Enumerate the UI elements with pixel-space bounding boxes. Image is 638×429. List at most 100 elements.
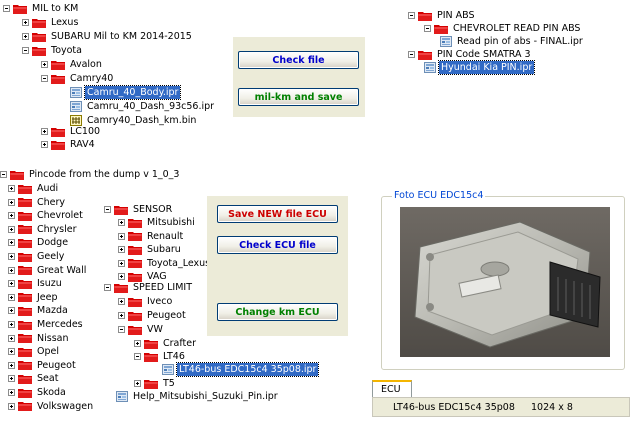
collapse-icon[interactable] bbox=[22, 47, 29, 54]
tree-node-t5[interactable]: T5 bbox=[134, 377, 177, 390]
expand-icon[interactable] bbox=[41, 61, 48, 68]
expand-icon[interactable] bbox=[118, 298, 125, 305]
expand-icon[interactable] bbox=[8, 280, 15, 288]
tree-node-make-nissan[interactable]: Nissan bbox=[8, 332, 71, 345]
expand-icon[interactable] bbox=[8, 321, 15, 328]
expand-icon[interactable] bbox=[22, 19, 29, 26]
expand-icon[interactable] bbox=[8, 402, 15, 410]
tree-node-make-isuzu[interactable]: Isuzu bbox=[8, 277, 64, 290]
tree-node-camru-40-body[interactable]: Camru_40_Body.ipr bbox=[70, 85, 182, 100]
tree-node-make-chevrolet[interactable]: Chevrolet bbox=[8, 209, 85, 222]
tree-node-sensor-subaru[interactable]: Subaru bbox=[118, 243, 183, 256]
tree-node-sensor[interactable]: SENSOR bbox=[104, 203, 174, 216]
tree-node-lc100[interactable]: LC100 bbox=[41, 125, 102, 138]
ecu-tab[interactable]: ECU bbox=[372, 380, 412, 397]
collapse-icon[interactable] bbox=[41, 75, 48, 82]
tree-node-read-pin-file[interactable]: Read pin of abs - FINAL.ipr bbox=[440, 35, 585, 48]
expand-icon[interactable] bbox=[22, 33, 29, 40]
tree-node-pin-code-smatra[interactable]: PIN Code SMATRA 3 bbox=[408, 48, 533, 61]
expand-icon[interactable] bbox=[8, 348, 15, 356]
expand-icon[interactable] bbox=[8, 225, 15, 233]
tree-node-lt46-bus-file[interactable]: LT46-bus EDC15c4 35p08.ipr bbox=[162, 362, 320, 377]
expand-icon[interactable] bbox=[8, 375, 15, 383]
tree-node-make-peugeot[interactable]: Peugeot bbox=[8, 359, 78, 372]
change-km-ecu-button[interactable]: Change km ECU bbox=[217, 303, 338, 321]
tree-node-rav4[interactable]: RAV4 bbox=[41, 138, 97, 151]
expand-icon[interactable] bbox=[8, 253, 15, 260]
expand-icon[interactable] bbox=[8, 334, 15, 342]
tree-node-camry40[interactable]: Camry40 bbox=[41, 72, 115, 85]
collapse-icon[interactable] bbox=[0, 171, 7, 178]
expand-icon[interactable] bbox=[8, 198, 15, 206]
tree-node-camru-40-dash[interactable]: Camru_40_Dash_93c56.ipr bbox=[70, 100, 216, 113]
tree-node-mil-to-km[interactable]: MIL to KM bbox=[3, 2, 80, 15]
expand-icon[interactable] bbox=[8, 266, 15, 274]
collapse-icon[interactable] bbox=[3, 5, 10, 12]
expand-icon[interactable] bbox=[118, 259, 125, 267]
tree-node-sensor-toyota-lexus[interactable]: Toyota_Lexus bbox=[118, 257, 212, 270]
save-new-file-ecu-button[interactable]: Save NEW file ECU bbox=[217, 205, 338, 223]
expand-icon[interactable] bbox=[41, 141, 48, 148]
expand-icon[interactable] bbox=[8, 239, 15, 247]
check-ecu-file-button[interactable]: Check ECU file bbox=[217, 236, 338, 254]
collapse-icon[interactable] bbox=[104, 206, 111, 213]
collapse-icon[interactable] bbox=[408, 51, 415, 58]
ipr-file-icon bbox=[162, 364, 174, 375]
expand-icon[interactable] bbox=[8, 185, 15, 192]
collapse-icon[interactable] bbox=[118, 326, 125, 333]
tree-node-make-dodge[interactable]: Dodge bbox=[8, 236, 70, 249]
folder-icon bbox=[18, 388, 32, 398]
expand-icon[interactable] bbox=[8, 389, 15, 396]
tree-node-chevrolet-read-pin[interactable]: CHEVROLET READ PIN ABS bbox=[424, 22, 582, 35]
collapse-icon[interactable] bbox=[424, 25, 431, 32]
tree-node-subaru[interactable]: SUBARU Mil to KM 2014-2015 bbox=[22, 30, 194, 43]
expand-icon[interactable] bbox=[134, 340, 141, 347]
tree-node-peugeot-speed[interactable]: Peugeot bbox=[118, 309, 188, 322]
tree-node-make-seat[interactable]: Seat bbox=[8, 372, 60, 385]
tree-node-toyota[interactable]: Toyota bbox=[22, 44, 84, 57]
tree-node-lexus[interactable]: Lexus bbox=[22, 16, 80, 29]
mil-km-and-save-button[interactable]: mil-km and save bbox=[238, 88, 359, 106]
tree-node-make-audi[interactable]: Audi bbox=[8, 182, 60, 195]
tree-node-camry40-dash-km[interactable]: Camry40_Dash_km.bin bbox=[70, 114, 198, 127]
expand-icon[interactable] bbox=[134, 380, 141, 387]
tree-node-vw[interactable]: VW bbox=[118, 323, 165, 336]
expand-icon[interactable] bbox=[8, 307, 15, 315]
tree-node-speed-limit[interactable]: SPEED LIMIT bbox=[104, 281, 194, 294]
tree-node-pin-abs[interactable]: PIN ABS bbox=[408, 9, 477, 22]
expand-icon[interactable] bbox=[118, 312, 125, 319]
tree-node-lt46[interactable]: LT46 bbox=[134, 350, 187, 363]
tree-node-hyundai-kia-pin[interactable]: Hyundai Kia PIN.ipr bbox=[424, 60, 536, 75]
tree-node-make-jeep[interactable]: Jeep bbox=[8, 291, 60, 304]
expand-icon[interactable] bbox=[118, 232, 125, 240]
check-file-button[interactable]: Check file bbox=[238, 51, 359, 69]
tree-node-make-skoda[interactable]: Skoda bbox=[8, 386, 68, 399]
tree-node-make-chery[interactable]: Chery bbox=[8, 196, 67, 209]
expand-icon[interactable] bbox=[8, 361, 15, 369]
expand-icon[interactable] bbox=[118, 273, 125, 281]
expand-icon[interactable] bbox=[8, 293, 15, 301]
tree-node-sensor-mitsubishi[interactable]: Mitsubishi bbox=[118, 216, 197, 229]
tree-node-pincode-dump[interactable]: Pincode from the dump v 1_0_3 bbox=[0, 168, 181, 181]
tree-node-sensor-vag[interactable]: VAG bbox=[118, 270, 169, 283]
expand-icon[interactable] bbox=[118, 219, 125, 226]
tree-node-iveco[interactable]: Iveco bbox=[118, 295, 174, 308]
tree-node-make-mazda[interactable]: Mazda bbox=[8, 304, 70, 317]
tree-node-help-mitsubishi[interactable]: Help_Mitsubishi_Suzuki_Pin.ipr bbox=[116, 390, 280, 403]
folder-icon bbox=[18, 197, 32, 207]
tree-node-make-geely[interactable]: Geely bbox=[8, 250, 66, 263]
tree-node-make-great-wall[interactable]: Great Wall bbox=[8, 264, 88, 277]
tree-node-avalon[interactable]: Avalon bbox=[41, 58, 104, 71]
expand-icon[interactable] bbox=[41, 128, 48, 135]
collapse-icon[interactable] bbox=[134, 353, 141, 360]
tree-node-sensor-renault[interactable]: Renault bbox=[118, 230, 185, 243]
collapse-icon[interactable] bbox=[408, 12, 415, 19]
collapse-icon[interactable] bbox=[104, 284, 111, 291]
expand-icon[interactable] bbox=[118, 246, 125, 254]
tree-node-crafter[interactable]: Crafter bbox=[134, 337, 198, 350]
tree-node-make-volkswagen[interactable]: Volkswagen bbox=[8, 400, 95, 413]
expand-icon[interactable] bbox=[8, 212, 15, 220]
tree-node-make-mercedes[interactable]: Mercedes bbox=[8, 318, 85, 331]
tree-node-make-opel[interactable]: Opel bbox=[8, 345, 61, 358]
tree-node-make-chrysler[interactable]: Chrysler bbox=[8, 223, 79, 236]
